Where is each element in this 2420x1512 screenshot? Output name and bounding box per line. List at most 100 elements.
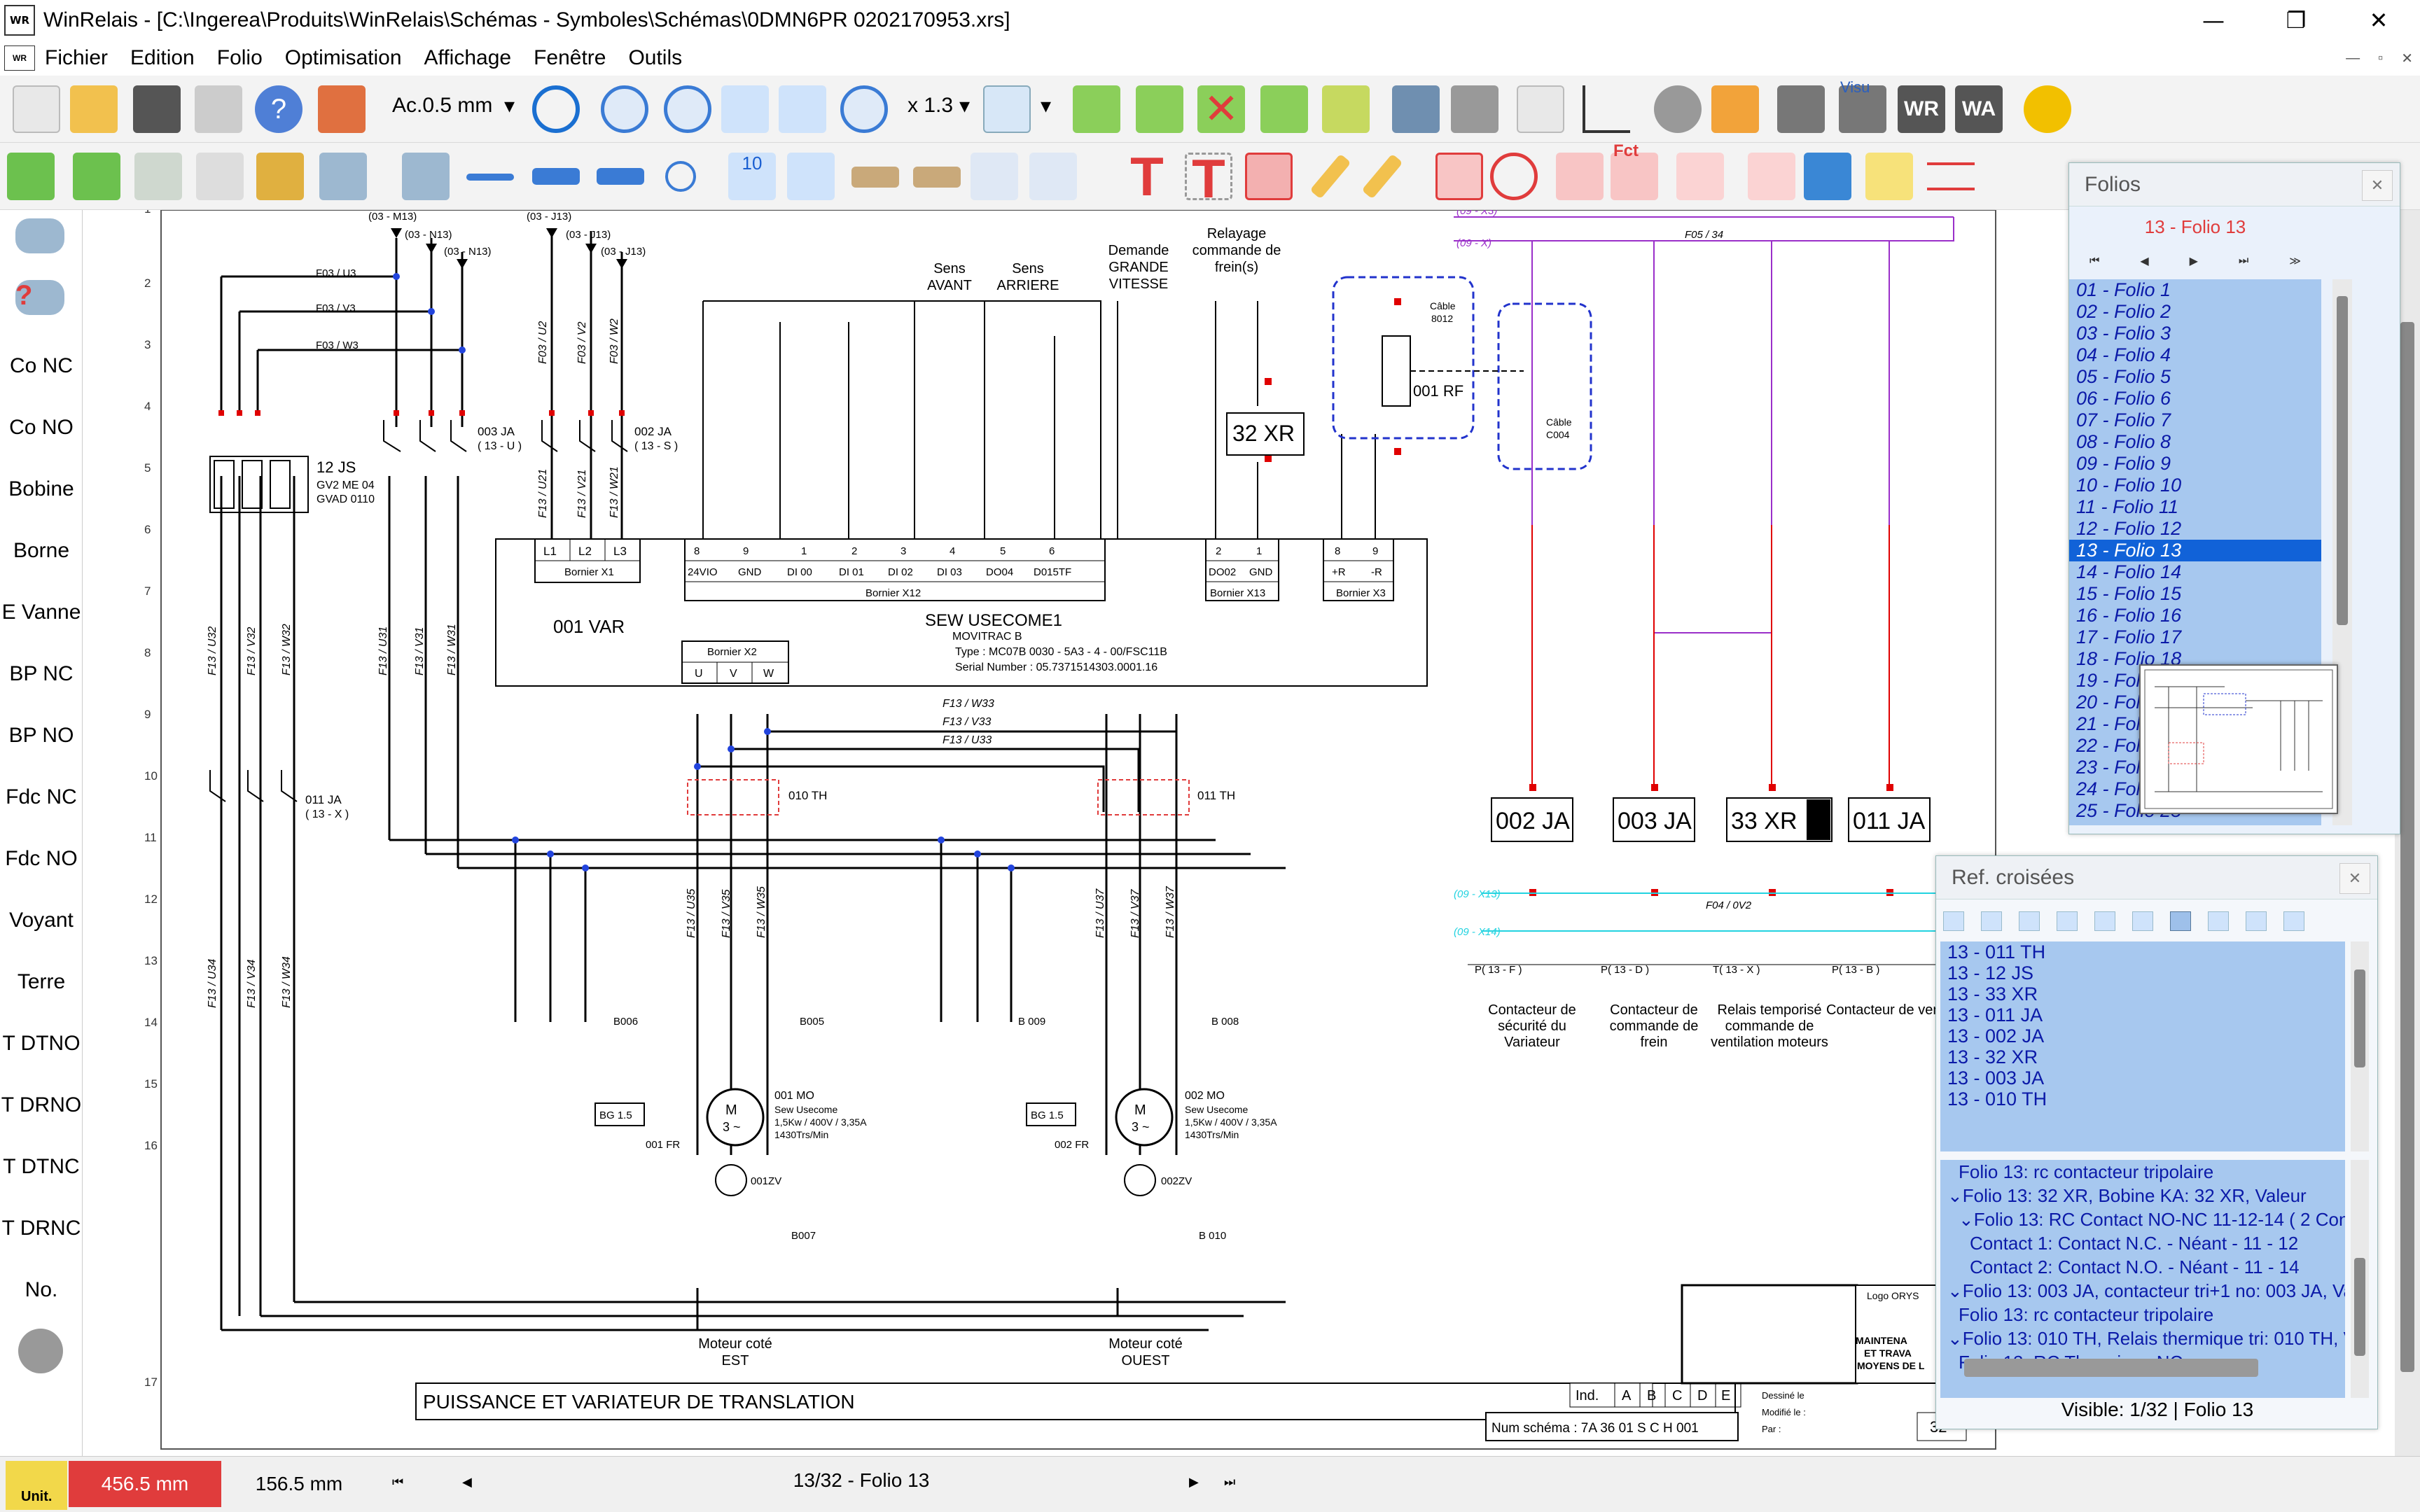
ref-tool-icon[interactable]: [2283, 911, 2304, 931]
cross-ref-item[interactable]: 13 - 12 JS: [1947, 962, 2034, 983]
menu-fenetre[interactable]: Fenêtre: [534, 46, 606, 69]
cross-ref-item[interactable]: 13 - 32 XR: [1947, 1046, 2038, 1068]
contactor-002ja[interactable]: [541, 420, 628, 452]
mdi-minimize-button[interactable]: —: [2346, 50, 2360, 66]
cross-refs-panel-close-button[interactable]: ✕: [2339, 863, 2370, 894]
mdi-restore-button[interactable]: ▫: [2378, 50, 2384, 66]
cross-ref-tree-row[interactable]: Contact 1: Contact N.C. - Néant - 11 - 1…: [1970, 1233, 2299, 1254]
schematic-canvas[interactable]: 1 2 3 4 5 6 7 8 9 10 11 12 13 14 15 16 1…: [137, 210, 2014, 1456]
maximize-button[interactable]: ❐: [2286, 7, 2307, 34]
folio-list-item[interactable]: 12 - Folio 12: [2076, 518, 2182, 539]
folio-icon[interactable]: [983, 85, 1031, 133]
info-icon[interactable]: [1392, 85, 1440, 133]
pencil-line-icon[interactable]: [1556, 153, 1604, 200]
sidebar-item-terre[interactable]: Terre: [17, 970, 66, 993]
brake-001fr[interactable]: BG 1.5 001 FR: [594, 1102, 680, 1151]
folio-list-item[interactable]: 09 - Folio 9: [2076, 453, 2171, 474]
fan-001zv[interactable]: 001ZV: [715, 1164, 781, 1196]
lines-icon[interactable]: [1927, 162, 1975, 190]
terminal-strip-x2[interactable]: Bornier X2 U V W: [681, 640, 789, 684]
folio-list-item[interactable]: 13 - Folio 13: [2069, 540, 2321, 561]
zoom-out-icon[interactable]: [664, 85, 711, 133]
sidebar-item-borne[interactable]: Borne: [13, 539, 70, 562]
sidebar-item-bobine[interactable]: Bobine: [8, 477, 74, 500]
zoom-fit-icon[interactable]: [840, 85, 888, 133]
wire-number-icon[interactable]: [913, 167, 961, 188]
motor-001mo[interactable]: M 3 ~ 001 MO Sew Usecome 1,5Kw / 400V / …: [706, 1088, 867, 1147]
menu-folio[interactable]: Folio: [216, 46, 263, 69]
delete-icon[interactable]: ✕: [1197, 85, 1245, 133]
menu-edition[interactable]: Edition: [130, 46, 195, 69]
sidebar-item-bp-no[interactable]: BP NO: [8, 724, 74, 747]
trash-icon[interactable]: [134, 153, 182, 200]
settings-icon[interactable]: [1654, 85, 1702, 133]
mdi-close-button[interactable]: ✕: [2401, 50, 2413, 66]
folios-panel-close-button[interactable]: ✕: [2362, 170, 2393, 201]
sidebar-item-number[interactable]: No.: [25, 1278, 58, 1301]
ref-tree-scrollbar[interactable]: [2351, 1160, 2369, 1398]
ref-tool-icon[interactable]: [2208, 911, 2229, 931]
zoom-in-icon[interactable]: [601, 85, 648, 133]
page-first-button[interactable]: ⏮: [392, 1475, 404, 1489]
visu-icon[interactable]: [1839, 85, 1886, 133]
sidebar-item-t-dtno[interactable]: T DTNO: [2, 1032, 81, 1055]
sidebar-item-t-drnc[interactable]: T DRNC: [1, 1217, 81, 1240]
cross-ref-tree-row[interactable]: Contact 2: Contact N.O. - Néant - 11 - 1…: [1970, 1256, 2300, 1278]
duplicate-icon[interactable]: [1073, 85, 1120, 133]
relay-32xr[interactable]: [1226, 412, 1305, 456]
options-icon[interactable]: [2024, 85, 2071, 133]
move-arrows-icon[interactable]: [7, 153, 55, 200]
wire-edit-icon[interactable]: [971, 153, 1018, 200]
folio-list-item[interactable]: 11 - Folio 11: [2076, 496, 2179, 517]
wa-icon[interactable]: WA: [1955, 85, 2003, 133]
thermal-relay-010th[interactable]: 010 TH: [687, 779, 827, 816]
doc-icon[interactable]: WR: [4, 46, 35, 71]
save-icon[interactable]: [133, 85, 181, 133]
coil-33xr[interactable]: 33 XR: [1726, 797, 1833, 842]
sidebar-item-bp-nc[interactable]: BP NC: [9, 662, 74, 685]
folio-list-item[interactable]: 01 - Folio 1: [2076, 279, 2171, 300]
voltage-icon[interactable]: [1676, 153, 1724, 200]
ref-list-scrollbar[interactable]: [2351, 941, 2369, 1152]
folio-list-item[interactable]: 06 - Folio 6: [2076, 388, 2171, 409]
folio-list-item[interactable]: 02 - Folio 2: [2076, 301, 2171, 322]
text-icon[interactable]: T: [1130, 146, 1164, 207]
zoom-level-select[interactable]: x 1.3: [908, 94, 954, 117]
dimension-icon[interactable]: 10: [728, 153, 776, 200]
canvas-scrollbar-thumb[interactable]: [2400, 322, 2414, 1372]
ref-tree-hscroll-thumb[interactable]: [1964, 1359, 2258, 1377]
folio-list-item[interactable]: 04 - Folio 4: [2076, 344, 2171, 365]
ref-tool-icon[interactable]: [2019, 911, 2040, 931]
wr-base-icon[interactable]: WR: [1898, 85, 1945, 133]
text-edit-icon[interactable]: T: [1185, 151, 1232, 206]
coil-003ja[interactable]: 003 JA: [1613, 797, 1695, 842]
close-button[interactable]: ✕: [2369, 7, 2388, 34]
unknown-component-icon[interactable]: ?: [15, 280, 64, 315]
contactor-003ja[interactable]: [383, 420, 467, 452]
cross-ref-tree-row[interactable]: ⌄Folio 13: 32 XR, Bobine KA: 32 XR, Vale…: [1947, 1185, 2307, 1206]
pencil-icon[interactable]: [1435, 153, 1483, 200]
copy-icon[interactable]: [1260, 85, 1308, 133]
redo-icon[interactable]: [196, 153, 244, 200]
cross-ref-item[interactable]: 13 - 002 JA: [1947, 1026, 2045, 1046]
open-icon[interactable]: [70, 85, 118, 133]
binoculars-icon[interactable]: [2170, 911, 2191, 931]
cross-ref-item[interactable]: 13 - 011 JA: [1947, 1004, 2043, 1026]
ref-list-scrollbar-thumb[interactable]: [2354, 969, 2365, 1068]
breaker-12js[interactable]: 12 JS GV2 ME 04 GVAD 0110: [209, 456, 375, 513]
help-icon[interactable]: ?: [255, 85, 302, 133]
folio-scrollbar-thumb[interactable]: [2337, 296, 2348, 625]
terminal-strip-x12[interactable]: 8 9 1 2 3 4 5 6 24VIO GND DI 00 DI 01 DI…: [684, 538, 1106, 601]
menu-optimisation[interactable]: Optimisation: [284, 46, 402, 69]
sidebar-item-t-drno[interactable]: T DRNO: [1, 1093, 82, 1116]
cross-ref-item[interactable]: 13 - 010 TH: [1947, 1088, 2047, 1110]
pen-width-select[interactable]: Ac.0.5 mm: [392, 94, 493, 117]
sidebar-item-co-no[interactable]: Co NO: [9, 416, 74, 439]
terminal-strip-x1[interactable]: L1 L2 L3 Bornier X1: [534, 538, 641, 583]
menu-affichage[interactable]: Affichage: [424, 46, 512, 69]
line-style-icon[interactable]: [466, 174, 514, 181]
component-icon[interactable]: [15, 218, 64, 253]
menu-outils[interactable]: Outils: [628, 46, 683, 69]
pencil-icon[interactable]: [1361, 153, 1403, 200]
cross-ref-tree-row[interactable]: Folio 13: rc contacteur tripolaire: [1959, 1161, 2214, 1182]
